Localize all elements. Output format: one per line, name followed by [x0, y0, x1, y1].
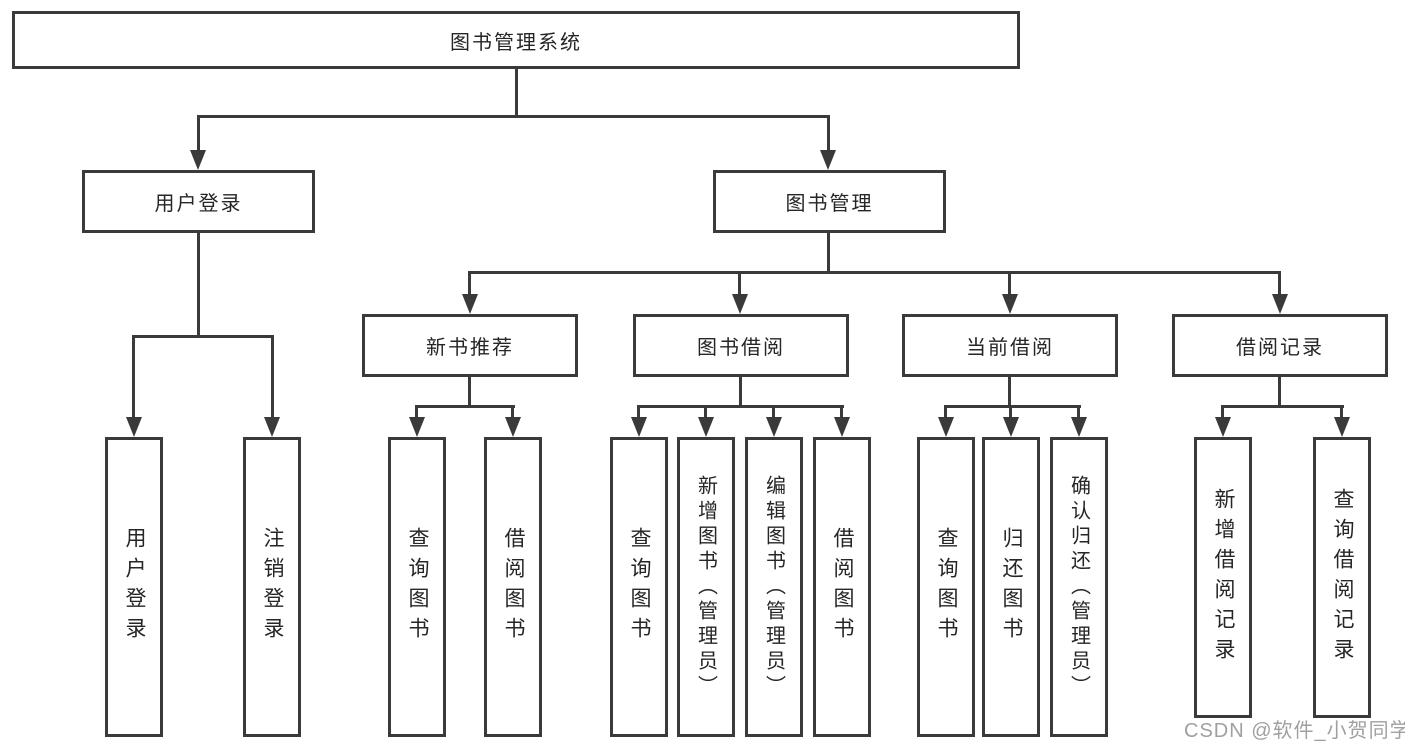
arrowhead-icon — [505, 417, 521, 437]
connector-recommendation-stem — [468, 377, 471, 408]
arrowhead-icon — [1272, 294, 1288, 314]
node-label: 借阅图书 — [831, 527, 854, 647]
connector-root-bar — [197, 115, 830, 118]
node-label: 查询图书 — [935, 527, 958, 647]
node-library-management-system: 图书管理系统 — [12, 11, 1020, 69]
node-edit-books-admin: 编辑图书（管理员） — [745, 437, 803, 737]
connector-drop — [944, 405, 947, 419]
arrowhead-icon — [631, 417, 647, 437]
node-add-books-admin: 新增图书（管理员） — [677, 437, 735, 737]
node-label: 图书管理系统 — [450, 31, 582, 54]
connector-drop-borrowing-records — [1278, 271, 1281, 297]
connector-drop — [637, 405, 640, 419]
node-label: 图书借阅 — [697, 337, 785, 359]
connector-drop — [1077, 405, 1080, 419]
connector-borrowing-stem — [739, 377, 742, 408]
connector-drop — [1221, 405, 1224, 419]
node-label: 用户登录 — [154, 193, 243, 215]
connector-drop — [772, 405, 775, 419]
connector-drop — [704, 405, 707, 419]
connector-recommendation-bar — [415, 405, 515, 408]
connector-current-stem — [1008, 377, 1011, 408]
node-current-query-books: 查询图书 — [917, 437, 975, 737]
connector-borrowing-bar — [637, 405, 844, 408]
node-borrowing-records: 借阅记录 — [1172, 314, 1388, 377]
connector-drop — [840, 405, 843, 419]
node-recommend-borrow-books: 借阅图书 — [484, 437, 542, 737]
node-current-borrowing: 当前借阅 — [902, 314, 1118, 377]
connector-records-bar — [1221, 405, 1344, 408]
node-label: 注销登录 — [261, 527, 284, 647]
node-label: 当前借阅 — [966, 337, 1054, 359]
connector-root-stem — [515, 69, 518, 118]
node-label: 借阅图书 — [502, 527, 525, 647]
connector-book-management-stem — [827, 233, 830, 274]
connector-user-login-stem — [197, 233, 200, 338]
csdn-watermark: CSDN @软件_小贺同学 — [1184, 720, 1405, 742]
node-user-login: 用户登录 — [105, 437, 163, 737]
arrowhead-icon — [938, 417, 954, 437]
connector-drop-current-borrowing — [1008, 271, 1011, 297]
node-label: 查询图书 — [628, 527, 651, 647]
node-query-borrow-record: 查询借阅记录 — [1313, 437, 1371, 718]
node-label: 归还图书 — [1000, 527, 1023, 647]
node-label: 确认归还（管理员） — [1067, 474, 1090, 700]
connector-current-bar — [944, 405, 1081, 408]
node-label: 新增借阅记录 — [1212, 487, 1235, 668]
node-label: 图书管理 — [785, 193, 874, 215]
node-new-book-recommendation: 新书推荐 — [362, 314, 578, 377]
connector-book-management-bar — [468, 271, 1281, 274]
node-book-borrowing: 图书借阅 — [633, 314, 849, 377]
connector-drop-login-leaf — [132, 335, 135, 419]
arrowhead-icon — [1003, 417, 1019, 437]
node-book-management-module: 图书管理 — [713, 170, 946, 233]
arrowhead-icon — [190, 150, 206, 170]
node-label: 借阅记录 — [1236, 337, 1324, 359]
arrowhead-icon — [1002, 294, 1018, 314]
arrowhead-icon — [698, 417, 714, 437]
node-label: 查询图书 — [406, 527, 429, 647]
connector-drop — [415, 405, 418, 419]
node-borrowing-query-books: 查询图书 — [610, 437, 668, 737]
connector-drop — [1340, 405, 1343, 419]
node-label: 查询借阅记录 — [1331, 487, 1354, 668]
node-user-login-module: 用户登录 — [82, 170, 315, 233]
node-add-borrow-record: 新增借阅记录 — [1194, 437, 1252, 718]
arrowhead-icon — [820, 150, 836, 170]
connector-user-login-bar — [132, 335, 274, 338]
node-recommend-query-books: 查询图书 — [388, 437, 446, 737]
node-label: 新增图书（管理员） — [694, 474, 717, 700]
arrowhead-icon — [264, 417, 280, 437]
connector-records-stem — [1278, 377, 1281, 408]
arrowhead-icon — [1215, 417, 1231, 437]
node-label: 用户登录 — [123, 527, 146, 647]
connector-drop-new-book-recommendation — [468, 271, 471, 297]
arrowhead-icon — [1334, 417, 1350, 437]
node-return-books: 归还图书 — [982, 437, 1040, 737]
node-label: 编辑图书（管理员） — [762, 474, 785, 700]
node-label: 新书推荐 — [426, 337, 514, 359]
arrowhead-icon — [126, 417, 142, 437]
node-borrow-books: 借阅图书 — [813, 437, 871, 737]
connector-drop-book-borrowing — [738, 271, 741, 297]
arrowhead-icon — [732, 294, 748, 314]
arrowhead-icon — [766, 417, 782, 437]
node-logout: 注销登录 — [243, 437, 301, 737]
node-confirm-return-admin: 确认归还（管理员） — [1050, 437, 1108, 737]
connector-drop-logout-leaf — [271, 335, 274, 419]
connector-drop — [511, 405, 514, 419]
connector-drop-book-management — [827, 115, 830, 151]
arrowhead-icon — [1071, 417, 1087, 437]
arrowhead-icon — [409, 417, 425, 437]
arrowhead-icon — [462, 294, 478, 314]
connector-drop-user-login — [197, 115, 200, 151]
arrowhead-icon — [834, 417, 850, 437]
connector-drop — [1009, 405, 1012, 419]
